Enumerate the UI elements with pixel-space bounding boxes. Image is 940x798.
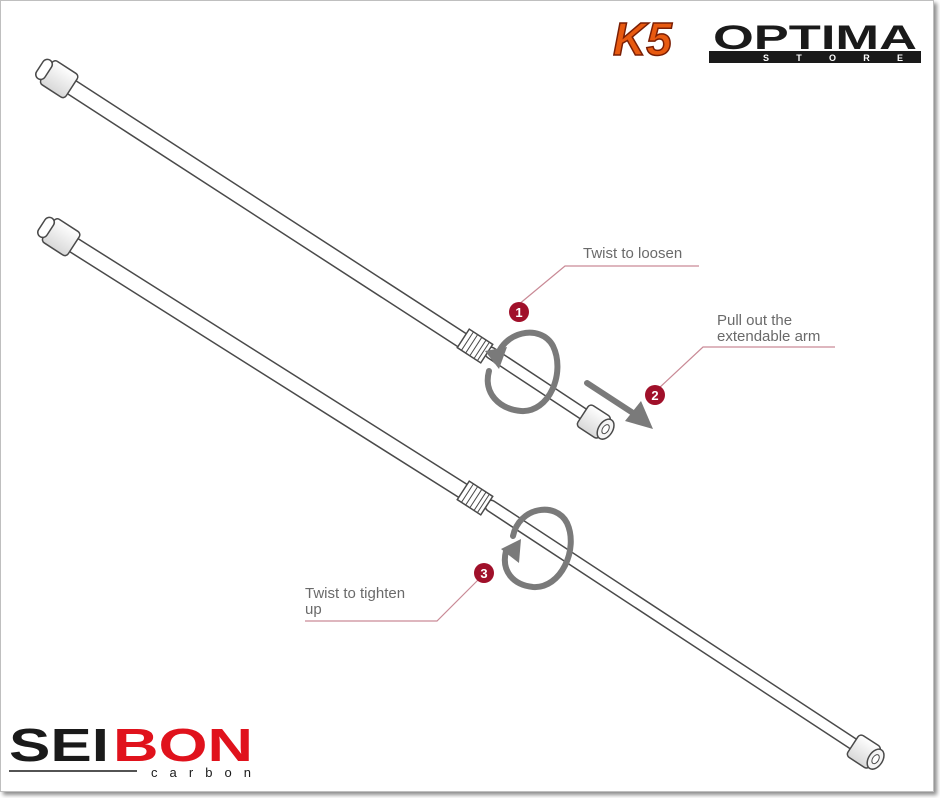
upper-knurled-sleeve [456,328,494,364]
callout-text-line: Pull out the [717,312,793,329]
lower-end-cap-right [846,734,885,770]
maker-logo: SEI BON carbon [9,719,253,780]
callout-twist-to-loosen: Twist to loosen [583,246,682,262]
step-badge-3: 3 [474,563,494,583]
rotate-arrow-icon [501,506,574,590]
step-badge-1: 1 [509,302,529,322]
store-logo: K5 OPTIMA S T O R E [613,12,921,66]
callout-text-line: Twist to tighten [305,585,406,602]
step-badge-2: 2 [645,385,665,405]
svg-text:K5: K5 [613,13,673,65]
callout-text-line: up [305,601,322,618]
lower-strut-bar [37,216,885,770]
upper-strut-bar [35,58,615,440]
callout-pull-out-arm: Pull out the extendable arm [717,313,820,345]
svg-text:S T O R E: S T O R E [763,53,903,63]
svg-text:BON: BON [113,719,253,771]
callout-twist-to-tighten: Twist to tighten up [305,586,405,618]
lower-end-cap-left [37,216,81,257]
callout-text: Twist to loosen [583,245,683,262]
lower-knurled-sleeve [456,480,494,516]
callout-text-line: extendable arm [717,328,821,345]
svg-text:2: 2 [651,388,658,403]
rotate-arrow-icon [484,329,561,414]
upper-end-cap-left [35,58,79,99]
upper-end-cap-right [576,404,615,440]
svg-text:SEI: SEI [9,719,109,771]
svg-text:3: 3 [480,566,487,581]
pull-arrow-icon [584,380,653,429]
svg-text:OPTIMA: OPTIMA [713,19,917,57]
callout-leader-lines [305,265,835,622]
svg-text:1: 1 [515,305,522,320]
